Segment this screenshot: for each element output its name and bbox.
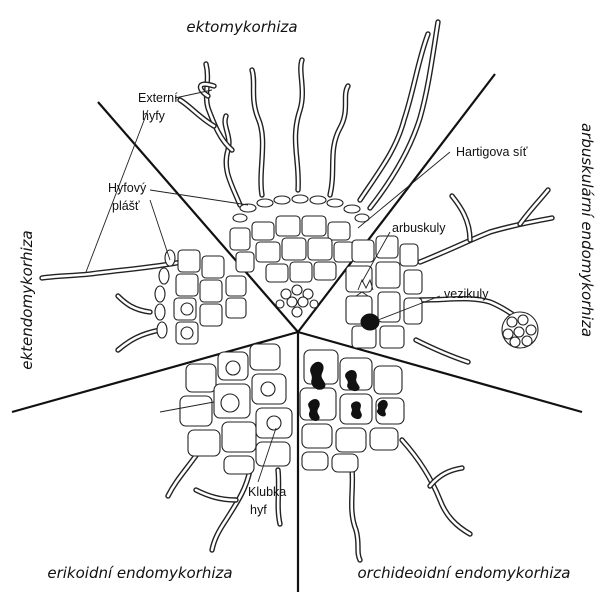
cortex-cell [336,428,366,452]
spore [510,337,520,347]
title-ektomykorhiza: ektomykorhiza [186,18,297,36]
mantle-cell [292,195,308,203]
cortex-cell [256,242,280,262]
label-hyf: hyf [250,503,267,517]
cortex-cell [376,236,398,258]
cortex-cell [302,216,326,236]
title-ektendomykorhiza: ektendomykorhiza [18,230,36,370]
cortex-cell [374,366,402,394]
peloton [351,402,361,419]
cortex-cell [290,262,312,282]
title-erikoidni: erikoidní endomykorhiza [47,564,232,582]
label-vezikuly: vezikuly [444,287,489,301]
cortex-cell [236,252,254,272]
cortex-cell [250,344,280,370]
mantle-cell [155,304,165,320]
cortex-cell [376,262,400,288]
cortex-cell [302,424,332,448]
cortex-cell [404,270,422,294]
hyphal-coil [181,327,193,339]
spore [526,325,536,335]
title-arbuskularni: arbuskulární endomykorhiza [578,123,596,337]
label-externi: Externí [138,91,178,105]
cortex-cell [188,430,220,456]
stele-cell [298,297,308,307]
cortex-cell [276,216,300,236]
cortex-cell [176,274,198,296]
cortex-cell [370,428,398,450]
cortex-cell [328,222,350,240]
label-plast: plášť [112,199,140,213]
spore [503,329,513,339]
mantle-cell [159,268,169,284]
stele-cell [310,300,318,308]
spore [522,336,532,346]
cortex-cell [314,262,336,280]
cortex-cell [252,222,274,240]
mantle-cell [155,286,165,302]
cortex-cell [378,292,400,322]
cortex-cell [226,298,246,318]
cortex-cell [256,442,290,466]
cortex-cell [222,422,256,452]
label-klubka: Klubka [248,485,286,499]
cortex-cell [186,364,216,392]
leader-hartigova-sit [358,152,450,228]
spore [518,315,528,325]
cortex-cell [180,396,212,426]
cortex-cell [224,456,254,474]
cortex-cell [404,298,422,324]
label-hyfovy: Hyfový [108,181,147,195]
leader-hyfovy-plast-2 [150,200,170,260]
mantle-cell [233,214,247,222]
divider-ekto-ekten [98,102,298,332]
spore [507,317,517,327]
hyphal-coil [181,303,193,315]
label-hyfy: hyfy [142,109,166,123]
title-orchideoidni: orchideoidní endomykorhiza [357,564,570,582]
label-arbuskuly: arbuskuly [392,221,446,235]
vesicle [361,314,379,330]
cortex-cell [200,280,222,302]
mantle-cell [327,199,343,207]
mantle-cell [257,199,273,207]
mantle-cell [310,196,326,204]
cortex-cell [230,228,250,250]
mantle-cell [344,205,360,213]
cortex-cell [308,238,332,260]
cortex-cell [332,454,358,472]
cortex-cell [282,238,306,260]
hyphal-coil [221,394,239,412]
mantle-cell [165,250,175,266]
hyphal-coil [261,382,275,396]
mantle-cell [240,204,256,212]
label-hartigova-sit: Hartigova síť [456,145,528,159]
cortex-cell [200,304,222,326]
stele-cell [276,300,284,308]
cortex-cell [266,264,288,282]
hyphal-coil [226,361,240,375]
cortex-cell [400,244,418,266]
stele-cell [287,297,297,307]
hypha-orchid-3 [430,468,462,486]
stele-cell [292,285,302,295]
cortex-cell [352,240,374,262]
mantle-cell [274,196,290,204]
cortex-cell [380,326,404,348]
stele-cell [292,307,302,317]
cortex-cell [202,256,224,278]
hypha-ekten-2 [118,330,160,350]
cortex-cell [302,452,328,470]
cortex-cell [334,242,354,262]
mantle-cell [157,322,167,338]
spore [514,327,524,337]
cortex-cell [226,276,246,296]
cortex-cell [178,250,200,272]
hyphal-coil [267,416,281,430]
hypha-ekten-3 [118,296,150,312]
hypha-arbus-2 [452,196,470,240]
